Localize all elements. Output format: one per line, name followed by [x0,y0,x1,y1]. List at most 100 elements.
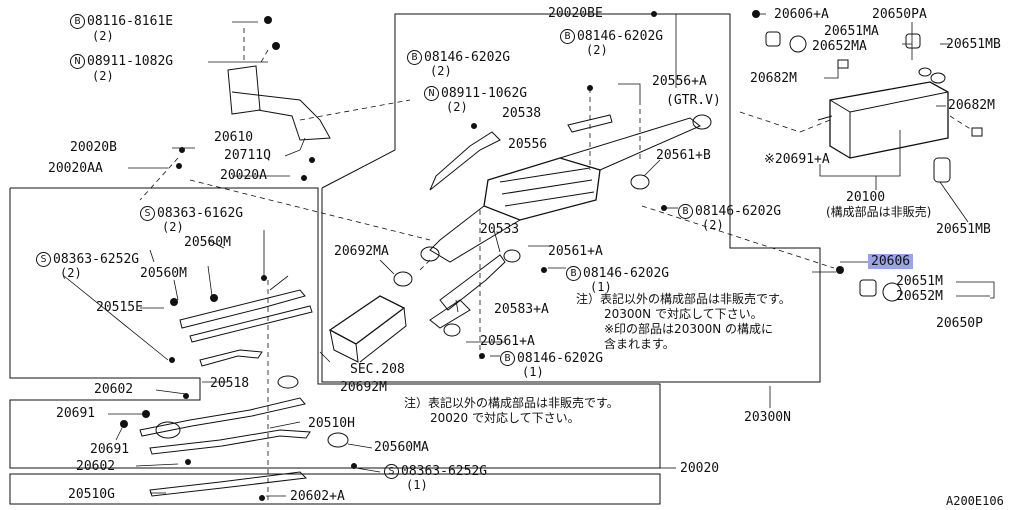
bolt-symbol-icon: B [566,266,581,281]
note-20300n-line3: ※印の部品は20300N の構成に [604,322,774,336]
bracket-20610 [227,65,331,141]
bolt-symbol-icon: B [407,50,422,65]
label-sec208[interactable]: SEC.208 [350,362,405,377]
label-20561b[interactable]: 20561+B [656,148,711,163]
front-pipe [429,114,613,329]
part-number: 08363-6252G [401,464,488,479]
qty: (2) [60,266,82,280]
part-number: 08911-1082G [87,54,174,69]
label-20692m[interactable]: 20692M [340,380,387,395]
hangers [327,31,983,448]
label-20692ma[interactable]: 20692MA [334,244,389,259]
muffler-20100 [817,67,949,159]
label-20510g[interactable]: 20510G [68,487,115,502]
label-20652ma[interactable]: 20652MA [812,39,867,54]
label-20682m-a[interactable]: 20682M [750,71,797,86]
note-20020-line1: 注）表記以外の構成部品は非販売です。 [404,396,619,410]
part-number: 08146-6202G [695,204,782,219]
note-20300n-line2: 20300N で対応して下さい。 [604,307,763,321]
bolt-symbol-icon: B [70,14,85,29]
bolts [120,10,844,501]
label-20602-b[interactable]: 20602 [76,459,116,474]
label-20020a[interactable]: 20020A [220,168,267,183]
label-20651mb-top[interactable]: 20651MB [946,37,1001,52]
highlighted-part: 20606 [868,254,914,269]
label-20652m[interactable]: 20652M [896,289,943,304]
label-20606[interactable]: 20606 [868,254,914,269]
label-20561a-bot[interactable]: 20561+A [480,334,535,349]
label-20650pa[interactable]: 20650PA [872,7,927,22]
qty: (2) [162,220,184,234]
label-20602a[interactable]: 20602+A [290,489,345,504]
part-number: 08363-6162G [157,206,244,221]
label-20561a-top[interactable]: 20561+A [548,244,603,259]
label-20556[interactable]: 20556 [508,137,548,152]
manifold-pipes [139,289,313,497]
label-20300n[interactable]: 20300N [744,410,791,425]
qty: (2) [92,29,114,43]
label-20560m-a[interactable]: 20560M [184,235,231,250]
bolt-symbol-icon: B [500,351,515,366]
label-20510h[interactable]: 20510H [308,416,355,431]
qty: (2) [586,43,608,57]
bolt-symbol-icon: B [678,204,693,219]
label-20691a[interactable]: ※20691+A [764,152,830,167]
frame-20300n [321,13,821,383]
screw-symbol-icon: S [36,252,51,267]
catalyst-20556 [429,117,701,263]
part-number: 08116-8161E [87,14,174,29]
dashed-guides [139,28,973,500]
label-20518[interactable]: 20518 [210,376,250,391]
part-number: 08363-6252G [53,252,140,267]
label-20651m[interactable]: 20651M [896,274,943,289]
bolt-symbol-icon: B [560,29,575,44]
label-20020[interactable]: 20020 [680,461,720,476]
label-20020be[interactable]: 20020BE [548,6,603,21]
screw-symbol-icon: S [140,206,155,221]
label-20533[interactable]: 20533 [480,222,520,237]
part-number: 08911-1062G [441,86,528,101]
label-20560m-b[interactable]: 20560M [140,266,187,281]
label-20020aa[interactable]: 20020AA [48,161,103,176]
label-20583a[interactable]: 20583+A [494,302,549,317]
frame-20020 [9,187,661,469]
part-number: 08146-6202G [577,29,664,44]
label-20651ma[interactable]: 20651MA [824,24,879,39]
label-20650p[interactable]: 20650P [936,316,983,331]
label-20682m-b[interactable]: 20682M [948,98,995,113]
note-20100: (構成部品は非販売) [826,205,932,219]
qty: (2) [446,100,468,114]
label-20711q[interactable]: 20711Q [224,148,271,163]
qty: (1) [406,478,428,492]
label-20515e[interactable]: 20515E [96,300,143,315]
diagram-code: A200E106 [946,494,1004,508]
qty: (2) [702,218,724,232]
label-20020b[interactable]: 20020B [70,140,117,155]
label-20100[interactable]: 20100 [846,190,886,205]
label-20691-a[interactable]: 20691 [56,406,96,421]
qty: (2) [430,64,452,78]
label-20560ma[interactable]: 20560MA [374,440,429,455]
label-20602-a[interactable]: 20602 [94,382,134,397]
label-20606a[interactable]: 20606+A [774,7,829,22]
label-20691-b[interactable]: 20691 [90,442,130,457]
nut-symbol-icon: N [70,54,85,69]
qty: (1) [590,280,612,294]
nut-symbol-icon: N [424,86,439,101]
label-20651mb-bot[interactable]: 20651MB [936,222,991,237]
label-20610[interactable]: 20610 [214,130,254,145]
label-20556a[interactable]: 20556+A [652,74,707,89]
label-20538[interactable]: 20538 [502,106,542,121]
